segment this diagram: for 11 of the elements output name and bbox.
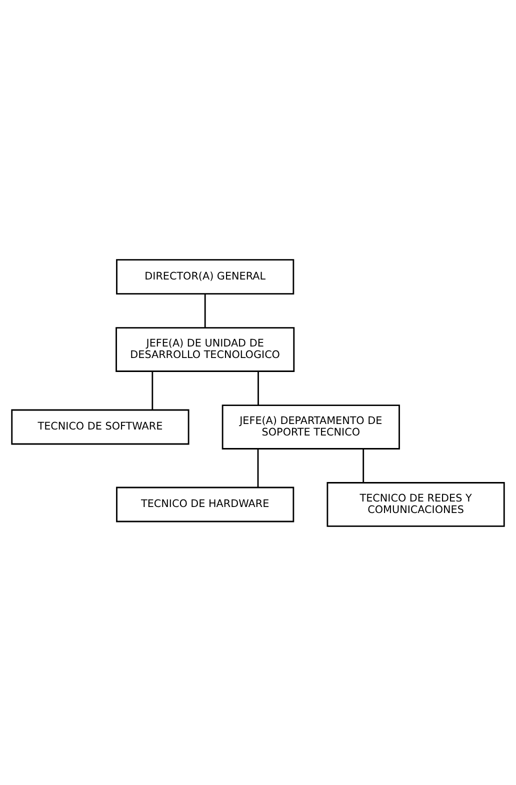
connector: [204, 294, 206, 328]
node-box: DIRECTOR(A) GENERAL: [116, 258, 294, 294]
node-box: JEFE(A) DEPARTAMENTO DE SOPORTE TECNICO: [222, 404, 400, 449]
connector: [257, 448, 259, 487]
node-box: TECNICO DE SOFTWARE: [11, 408, 190, 444]
node-box: TECNICO DE REDES Y COMUNICACIONES: [326, 482, 505, 526]
connector: [152, 371, 154, 410]
connector: [362, 448, 364, 482]
node-box: TECNICO DE HARDWARE: [116, 486, 294, 522]
node-box: JEFE(A) DE UNIDAD DE DESARROLLO TECNOLOGICO: [116, 326, 295, 372]
connector: [258, 371, 259, 405]
